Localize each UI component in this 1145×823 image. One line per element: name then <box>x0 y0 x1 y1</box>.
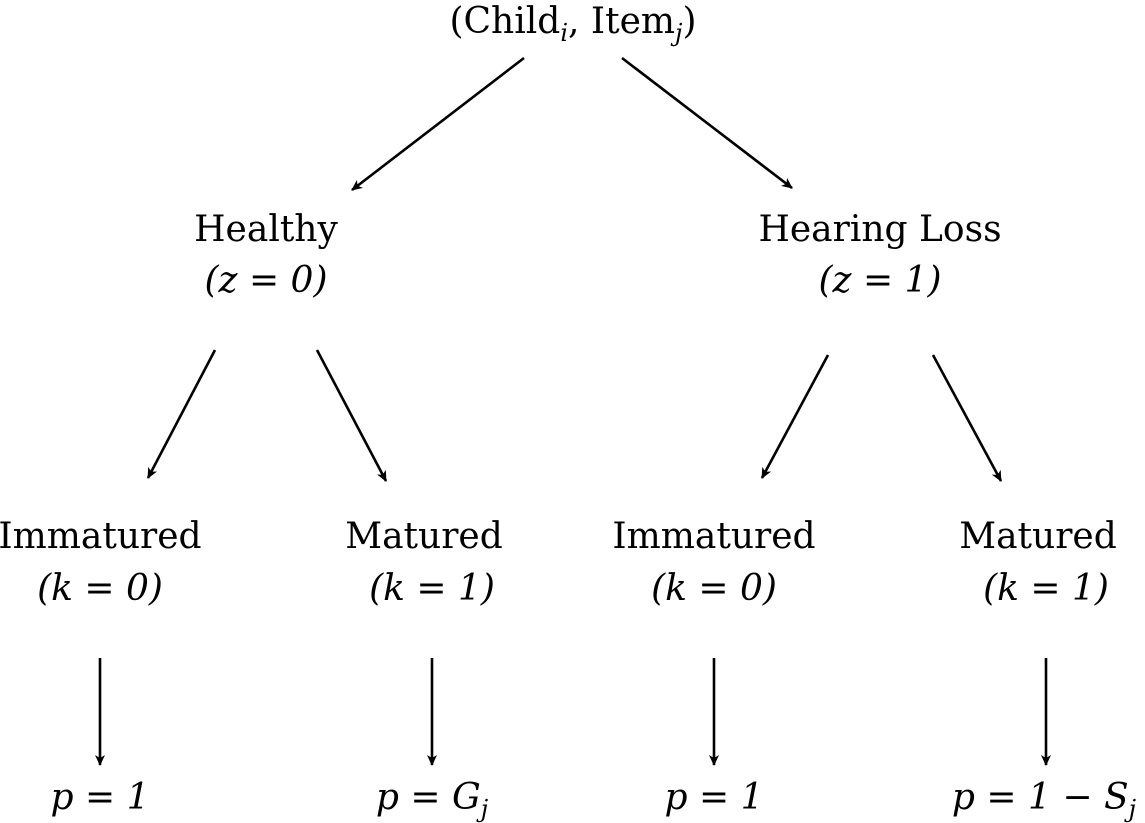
root-child-subscript: i <box>560 19 569 47</box>
hearing-loss-condition: (z = 1) <box>818 260 942 301</box>
root-paren-close: ) <box>682 1 697 42</box>
arrow-healthy-to-matured <box>315 349 388 482</box>
root-item-subscript: j <box>675 19 683 47</box>
leaf-probability-3: p = 1 <box>664 777 764 818</box>
arrow-hearing-loss-to-matured <box>931 354 1003 482</box>
immatured-label-1: Immatured <box>0 516 202 557</box>
hearing-loss-label: Hearing Loss <box>758 209 1002 250</box>
arrow-root-to-hearing-loss <box>621 56 793 190</box>
leaf-probability-2: p = Gj <box>375 777 488 822</box>
leaf-4-subscript: j <box>1128 795 1137 823</box>
immatured-condition-1: (k = 0) <box>37 568 163 609</box>
matured-condition-2: (k = 1) <box>983 568 1109 609</box>
root-item-label: Item <box>590 1 676 42</box>
leaf-probability-4: p = 1 − Sj <box>951 777 1136 822</box>
root-node: (Childi, Itemj) <box>449 1 697 46</box>
matured-label-2: Matured <box>959 516 1117 557</box>
root-child-label: Child <box>463 1 561 42</box>
leaf-probability-1: p = 1 <box>50 777 150 818</box>
arrow-root-to-healthy <box>351 56 525 192</box>
healthy-condition: (z = 0) <box>204 260 328 301</box>
root-separator: , <box>568 1 591 42</box>
healthy-label: Healthy <box>194 209 338 250</box>
matured-condition-1: (k = 1) <box>369 568 495 609</box>
leaf-2-subscript: j <box>480 795 489 823</box>
matured-label-1: Matured <box>345 516 503 557</box>
arrow-healthy-to-immatured <box>146 349 217 479</box>
immatured-label-2: Immatured <box>612 516 816 557</box>
root-paren-open: ( <box>449 1 464 42</box>
immatured-condition-2: (k = 0) <box>651 568 777 609</box>
leaf-4-text: p = 1 − S <box>951 777 1129 818</box>
arrow-hearing-loss-to-immatured <box>760 354 830 479</box>
leaf-2-text: p = G <box>375 777 481 818</box>
